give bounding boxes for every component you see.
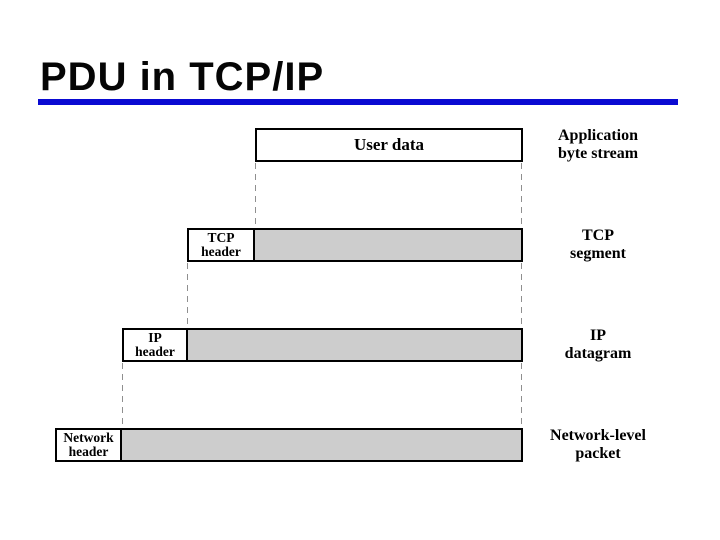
dashed-connector: [122, 363, 123, 427]
tcp-payload-box: [255, 230, 521, 260]
title-underline: [38, 99, 678, 105]
dashed-connector: [521, 163, 522, 227]
header-label-line: header: [68, 444, 109, 459]
page-title: PDU in TCP/IP: [40, 55, 325, 99]
user-data-label: User data: [353, 135, 425, 154]
header-label-line: header: [135, 344, 175, 359]
layer-label-line: Network-level: [550, 427, 646, 444]
dashed-connector: [521, 363, 522, 427]
ip-datagram-label: IP datagram: [533, 327, 663, 365]
layer-label-line: Application: [557, 127, 638, 144]
network-level-packet-label: Network-level packet: [533, 427, 663, 465]
row-user-data: User data: [255, 128, 523, 162]
row-network-packet: Network header: [55, 428, 523, 462]
layer-label-line: packet: [575, 444, 621, 462]
header-label-line: TCP: [207, 230, 235, 245]
layer-label-line: IP: [590, 327, 606, 344]
layer-label-line: byte stream: [557, 144, 639, 162]
row-tcp-segment: TCP header: [187, 228, 523, 262]
dashed-connector: [521, 263, 522, 327]
layer-label-line: TCP: [582, 227, 614, 244]
network-payload-box: [122, 430, 521, 460]
header-label-line: header: [201, 244, 241, 259]
ip-header-box: IP header: [124, 330, 188, 360]
tcp-segment-label: TCP segment: [533, 227, 663, 265]
layer-label-line: segment: [570, 244, 626, 262]
ip-payload-box: [188, 330, 521, 360]
dashed-connector: [187, 263, 188, 327]
layer-label-line: datagram: [564, 344, 632, 362]
network-header-box: Network header: [57, 430, 122, 460]
row-ip-datagram: IP header: [122, 328, 523, 362]
application-byte-stream-label: Application byte stream: [533, 127, 663, 165]
header-label-line: Network: [63, 430, 114, 445]
tcp-header-box: TCP header: [189, 230, 255, 260]
header-label-line: IP: [148, 330, 162, 345]
dashed-connector: [255, 163, 256, 227]
